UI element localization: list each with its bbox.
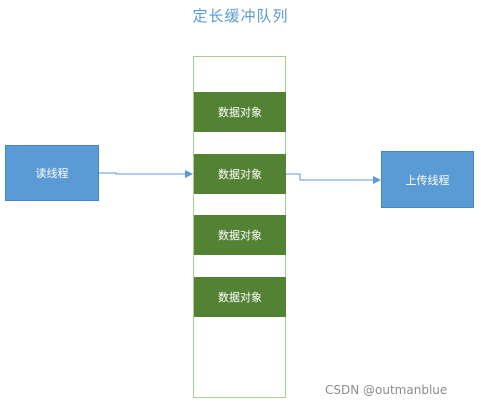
queue-item-4: 数据对象 xyxy=(194,277,286,317)
queue-item-3: 数据对象 xyxy=(194,215,286,255)
queue-item-2: 数据对象 xyxy=(194,154,286,194)
watermark-text: CSDN @outmanblue xyxy=(325,383,448,397)
reader-thread-box: 读线程 xyxy=(5,145,99,201)
diagram-title: 定长缓冲队列 xyxy=(192,7,289,25)
uploader-thread-box: 上传线程 xyxy=(381,151,474,208)
arrow-reader-to-queue xyxy=(99,170,193,178)
arrow-queue-to-uploader xyxy=(286,173,381,184)
queue-item-1: 数据对象 xyxy=(194,92,286,132)
